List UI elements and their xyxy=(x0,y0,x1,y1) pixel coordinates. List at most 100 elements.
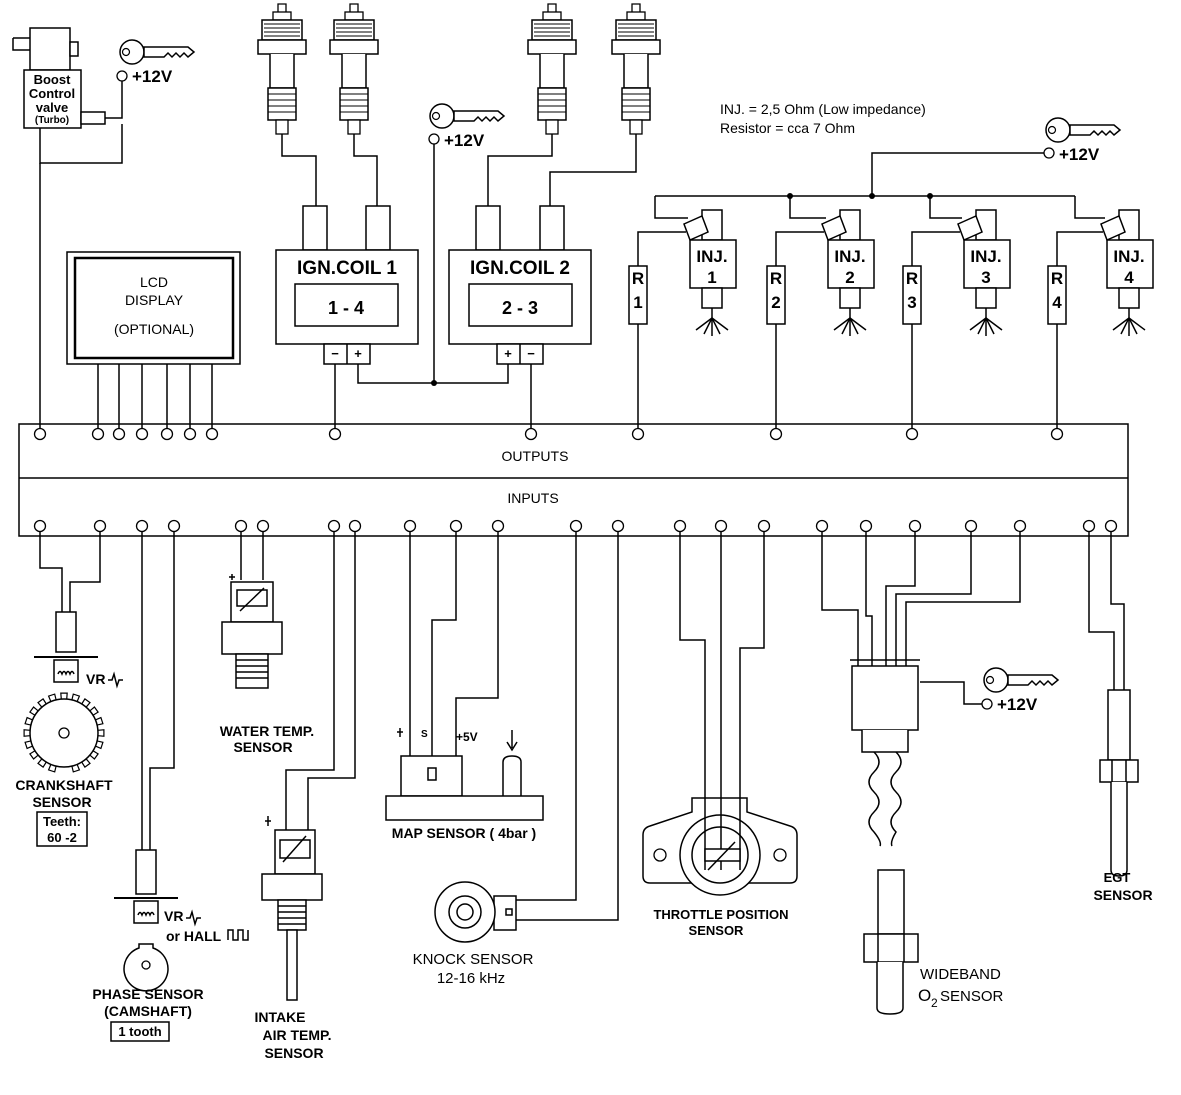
ecu-input-pin xyxy=(135,519,149,533)
map-s-label: S xyxy=(421,729,428,740)
key-icon xyxy=(1045,117,1121,143)
phase-vr-label: VR xyxy=(164,908,183,924)
injector-label: INJ. xyxy=(834,247,865,266)
phase-label-line2: (CAMSHAFT) xyxy=(104,1003,192,1019)
injector-icon xyxy=(1112,317,1146,336)
coil-2-cylinders: 2 - 3 xyxy=(502,298,538,318)
resistor-letter: R xyxy=(770,269,782,288)
water-temp-sensor: WATER TEMP. SENSOR xyxy=(220,532,314,755)
intake-label-line1: INTAKE xyxy=(254,1009,305,1025)
resistor-number: 4 xyxy=(1052,293,1062,312)
coil-1-terminal-minus: − xyxy=(331,346,339,361)
ecu-output-pin xyxy=(524,427,538,441)
resistor-number: 3 xyxy=(907,293,916,312)
egt-label-line2: SENSOR xyxy=(1093,887,1152,903)
resistor-icon: R1 xyxy=(628,265,648,325)
throttle-position-sensor: THROTTLE POSITION SENSOR xyxy=(642,532,798,938)
injector-number: 4 xyxy=(1124,268,1134,287)
egt-label-line1: EGT xyxy=(1104,870,1131,885)
wideband-label-sub: 2 xyxy=(931,996,938,1010)
lcd-display: LCD DISPLAY (OPTIONAL) xyxy=(66,251,241,428)
tps-label-line1: THROTTLE POSITION xyxy=(653,907,788,922)
injector-icon xyxy=(833,317,867,336)
ecu-input-pin xyxy=(1104,519,1118,533)
ecu-input-pin xyxy=(234,519,248,533)
injector-2: R 2 INJ. 2 xyxy=(766,196,875,428)
ecu-output-pin xyxy=(205,427,219,441)
ecu-output-pin xyxy=(328,427,342,441)
phase-sensor: VR or HALL PHASE SENSOR (CAMSHAFT) 1 too… xyxy=(92,532,249,1042)
ecu-input-pin xyxy=(491,519,505,533)
injector-label: INJ. xyxy=(970,247,1001,266)
injector-number: 2 xyxy=(845,268,854,287)
injector-1: R1 INJ. 1 xyxy=(628,196,737,428)
wideband-label-rest: SENSOR xyxy=(940,988,1004,1005)
wideband-label-o: O xyxy=(918,986,931,1005)
map-label: MAP SENSOR ( 4bar ) xyxy=(392,825,536,841)
injector-3: R3 INJ. 3 xyxy=(902,196,1011,428)
ecu-input-pin xyxy=(673,519,687,533)
power-label-coils: +12V xyxy=(444,131,485,150)
resistor-letter: R xyxy=(1051,269,1063,288)
boost-valve-line3: valve xyxy=(36,100,69,115)
crank-teeth-label: Teeth: xyxy=(43,814,81,829)
ecu-output-pin xyxy=(135,427,149,441)
ecu-output-pin xyxy=(160,427,174,441)
ecu-output-pin xyxy=(112,427,126,441)
power-label-boost: +12V xyxy=(132,67,173,86)
egt-sensor: EGT SENSOR xyxy=(1088,532,1153,903)
ecu-output-pin xyxy=(33,427,47,441)
power-terminal xyxy=(116,70,128,82)
map-5v-label: +5V xyxy=(456,730,478,744)
resistor-number: 2 xyxy=(771,293,780,312)
wideband-o2-sensor: WIDEBAND O 2 SENSOR xyxy=(821,532,1021,1015)
injector-icon xyxy=(695,317,729,336)
ecu-input-pin xyxy=(1082,519,1096,533)
ecu-output-pin xyxy=(183,427,197,441)
ecu-input-pin xyxy=(964,519,978,533)
knock-sensor: KNOCK SENSOR 12-16 kHz xyxy=(413,532,619,987)
lcd-line2: DISPLAY xyxy=(125,292,184,308)
ecu-input-pin xyxy=(93,519,107,533)
coil-2-name: IGN.COIL 2 xyxy=(470,258,570,279)
injector-number: 1 xyxy=(707,268,716,287)
resistor-icon: R3 xyxy=(902,265,922,325)
phase-hall-label: or HALL xyxy=(166,928,222,944)
tps-label-line2: SENSOR xyxy=(689,923,745,938)
boost-control-valve: Boost Control valve (Turbo) xyxy=(12,27,123,428)
intake-label-line2: AIR TEMP. xyxy=(263,1027,332,1043)
phase-label-line1: PHASE SENSOR xyxy=(92,986,203,1002)
injector-label: INJ. xyxy=(1113,247,1144,266)
crank-label-line1: CRANKSHAFT xyxy=(15,777,113,793)
water-label-line1: WATER TEMP. xyxy=(220,723,314,739)
ecu-output-pin xyxy=(769,427,783,441)
intake-air-temp-sensor: INTAKE AIR TEMP. SENSOR xyxy=(254,532,356,1061)
boost-valve-line2: Control xyxy=(29,86,75,101)
water-label-line2: SENSOR xyxy=(233,739,292,755)
spark-plug-icon xyxy=(527,3,577,135)
injector-label: INJ. xyxy=(696,247,727,266)
ecu-input-pin xyxy=(859,519,873,533)
resistor-letter: R xyxy=(632,269,644,288)
coil-1-terminal-plus: + xyxy=(354,346,362,361)
power-terminal xyxy=(1043,147,1055,159)
injector-note-line2: Resistor = cca 7 Ohm xyxy=(720,120,855,136)
ecu-input-pin xyxy=(403,519,417,533)
phase-tooth-label: 1 tooth xyxy=(118,1024,161,1039)
injector-icon xyxy=(969,317,1003,336)
ecu-box: OUTPUTS INPUTS xyxy=(18,423,1129,537)
ecu-input-pin xyxy=(256,519,270,533)
inputs-label: INPUTS xyxy=(507,490,558,506)
knock-label-line1: KNOCK SENSOR xyxy=(413,951,534,968)
power-label-wideband: +12V xyxy=(997,695,1038,714)
knock-label-line2: 12-16 kHz xyxy=(437,970,505,987)
ecu-input-pin xyxy=(815,519,829,533)
ecu-output-pin xyxy=(631,427,645,441)
ecu-input-pin xyxy=(1013,519,1027,533)
key-icon xyxy=(429,103,505,129)
ecu-output-pin xyxy=(1050,427,1064,441)
ecu-input-pin xyxy=(569,519,583,533)
intake-label-line3: SENSOR xyxy=(264,1045,323,1061)
key-icon xyxy=(983,667,1059,693)
